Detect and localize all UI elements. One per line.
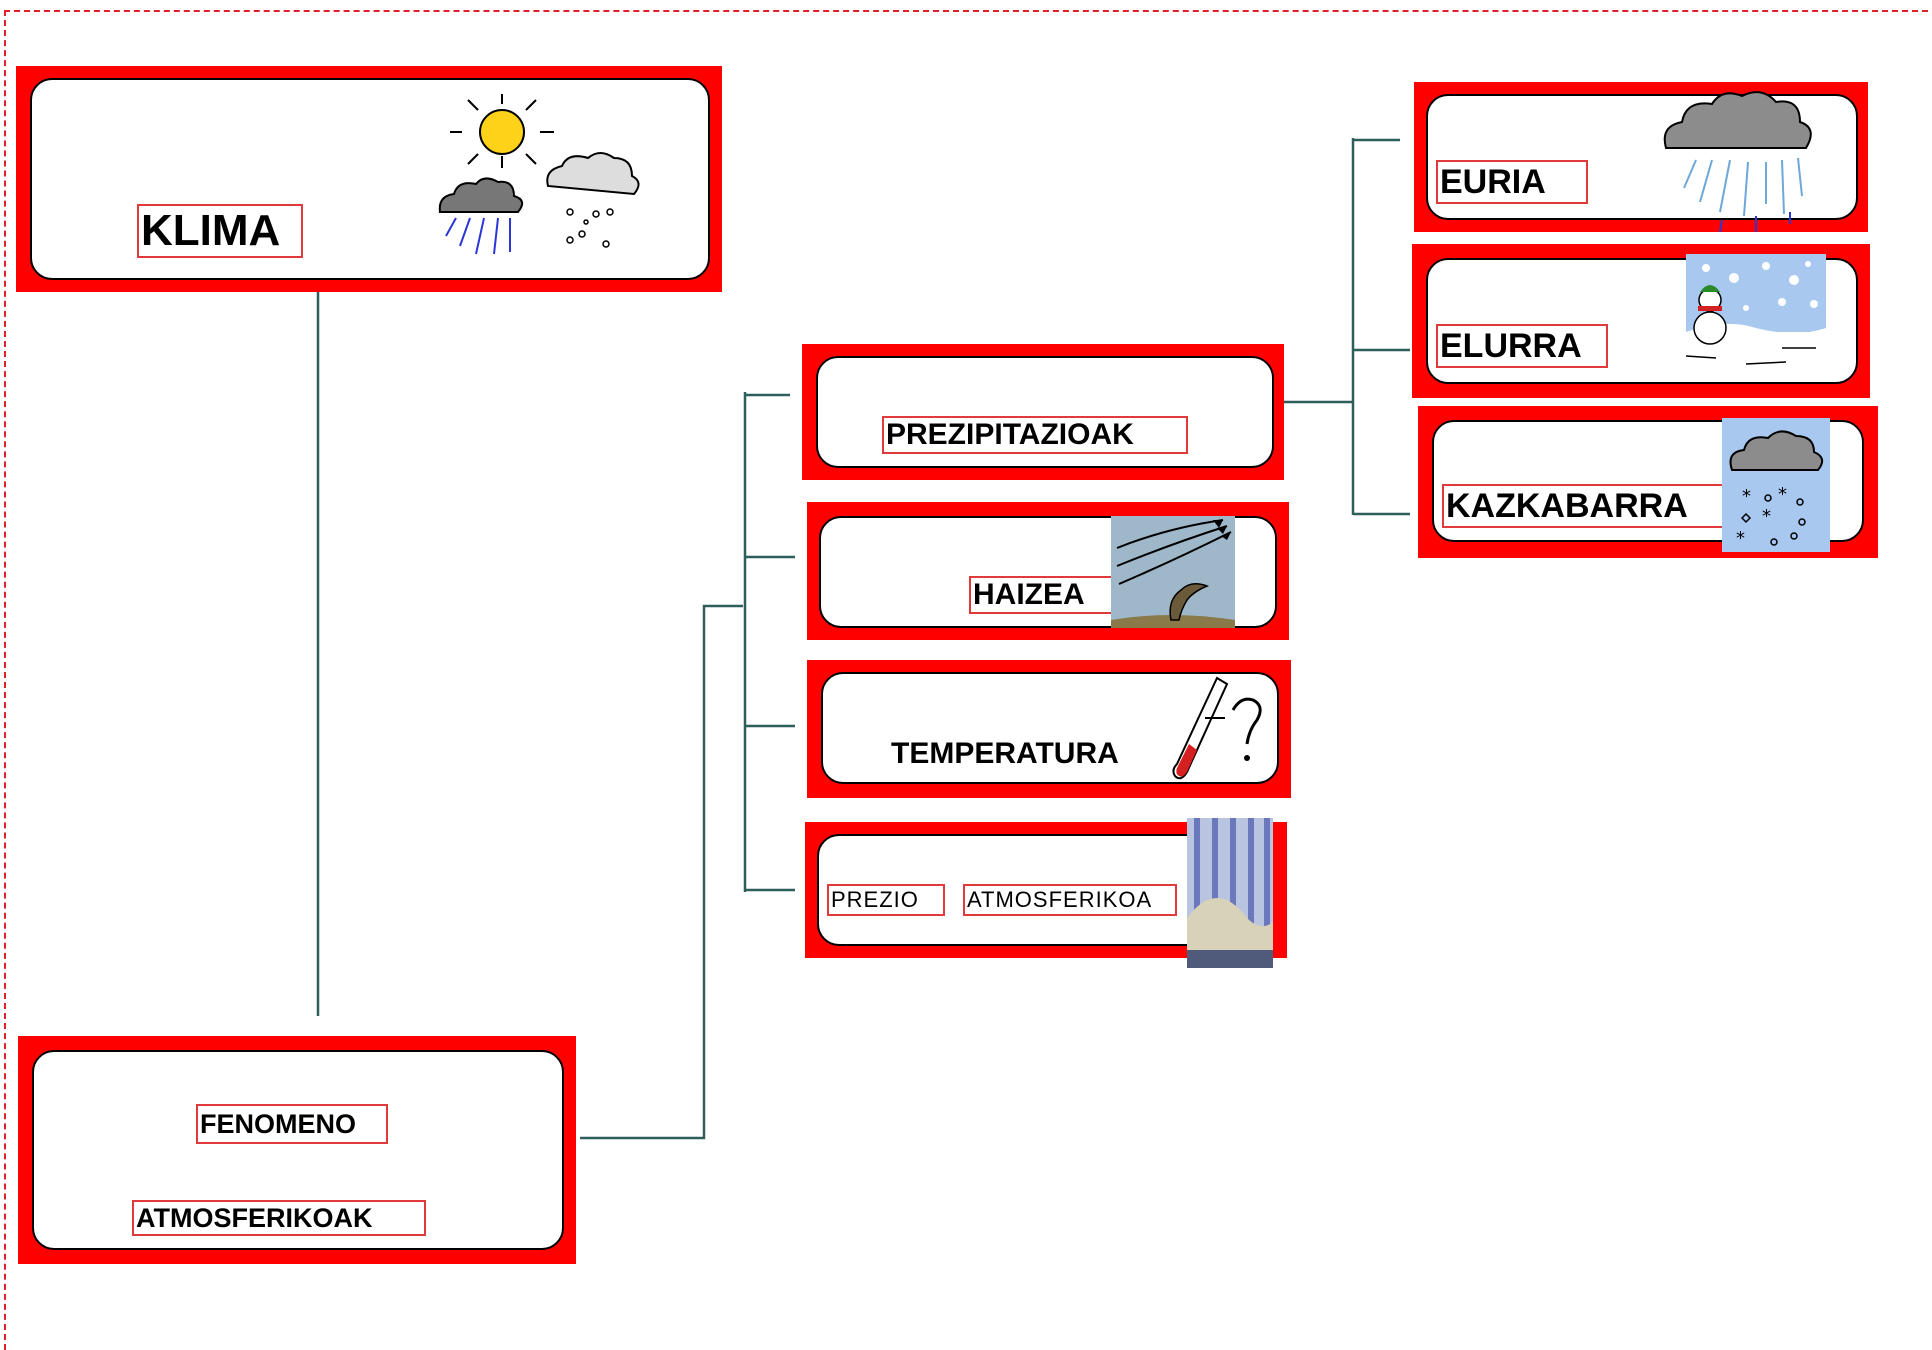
dashed-frame bbox=[4, 10, 1928, 1350]
rain-cloud-icon bbox=[1663, 91, 1812, 232]
temperatura-node: TEMPERATURA bbox=[807, 660, 1291, 798]
haizea-label: HAIZEA bbox=[969, 576, 1115, 614]
phenomena-label-line1: FENOMENO bbox=[196, 1104, 388, 1144]
wind-icon bbox=[1111, 516, 1235, 628]
svg-text:*: * bbox=[1736, 528, 1745, 549]
euria-node: EURIA bbox=[1414, 82, 1868, 232]
sun-cloud-rain-icon bbox=[438, 94, 640, 255]
euria-label: EURIA bbox=[1436, 160, 1588, 204]
thermometer-icon bbox=[1172, 676, 1262, 780]
snowman-icon bbox=[1686, 254, 1826, 380]
svg-text:*: * bbox=[1778, 484, 1787, 505]
atmosferikoa-label: ATMOSFERIKOA bbox=[963, 884, 1177, 916]
kazkabarra-label: KAZKABARRA bbox=[1442, 484, 1732, 528]
temperatura-label: TEMPERATURA bbox=[891, 737, 1119, 770]
phenomena-bracket-line bbox=[580, 604, 743, 1140]
klima-node: KLIMA bbox=[16, 66, 722, 292]
phenomena-node: FENOMENO ATMOSFERIKOAK bbox=[18, 1036, 576, 1264]
svg-text:*: * bbox=[1762, 506, 1771, 527]
kazkabarra-node: KAZKABARRA * * * * bbox=[1418, 406, 1878, 558]
phenomena-label-line2: ATMOSFERIKOAK bbox=[132, 1200, 426, 1236]
svg-text:*: * bbox=[1742, 486, 1751, 507]
hail-icon: * * * * bbox=[1722, 418, 1830, 552]
prezio-label: PREZIO bbox=[827, 884, 945, 916]
prezipitazioak-node: PREZIPITAZIOAK bbox=[802, 344, 1284, 480]
haizea-node: HAIZEA bbox=[807, 502, 1289, 640]
prezipitazioak-label: PREZIPITAZIOAK bbox=[882, 416, 1188, 454]
elurra-label: ELURRA bbox=[1436, 324, 1608, 368]
elurra-node: ELURRA bbox=[1412, 244, 1870, 398]
pressure-icon bbox=[1187, 818, 1273, 968]
klima-label: KLIMA bbox=[137, 204, 303, 258]
prezio-atmosferikoa-node: PREZIO ATMOSFERIKOA bbox=[805, 818, 1287, 968]
